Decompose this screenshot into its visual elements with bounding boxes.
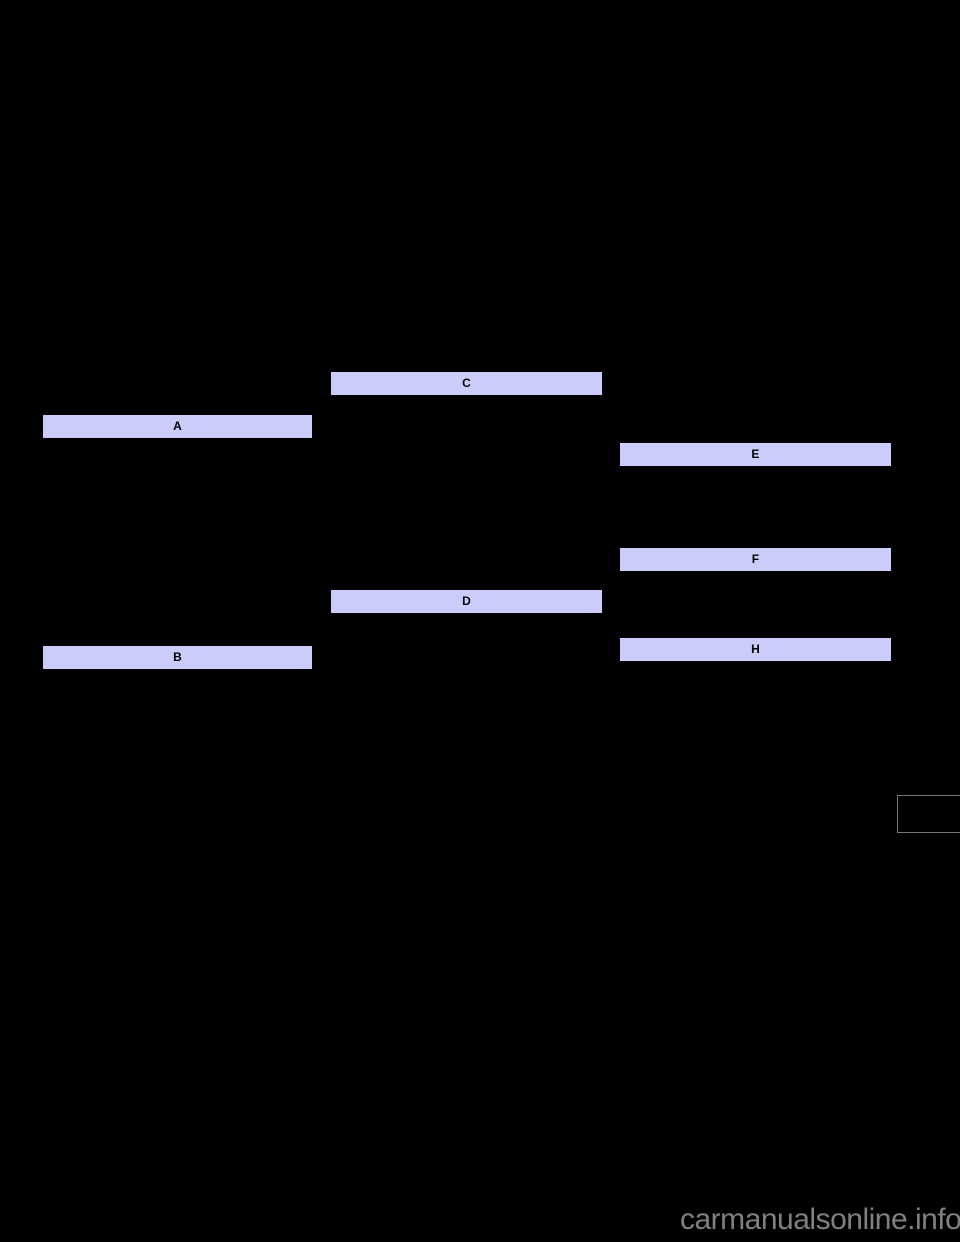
site-watermark: carmanualsonline.info	[680, 1203, 960, 1236]
section-heading-bar-f: F	[620, 548, 891, 571]
section-heading-bar-e: E	[620, 443, 891, 466]
section-heading-bar-h: H	[620, 638, 891, 661]
section-heading-bar-c: C	[331, 372, 602, 395]
page-edge-tab	[897, 795, 960, 833]
section-heading-bar-a: A	[43, 415, 312, 438]
section-heading-bar-b: B	[43, 646, 312, 669]
section-heading-bar-d: D	[331, 590, 602, 613]
